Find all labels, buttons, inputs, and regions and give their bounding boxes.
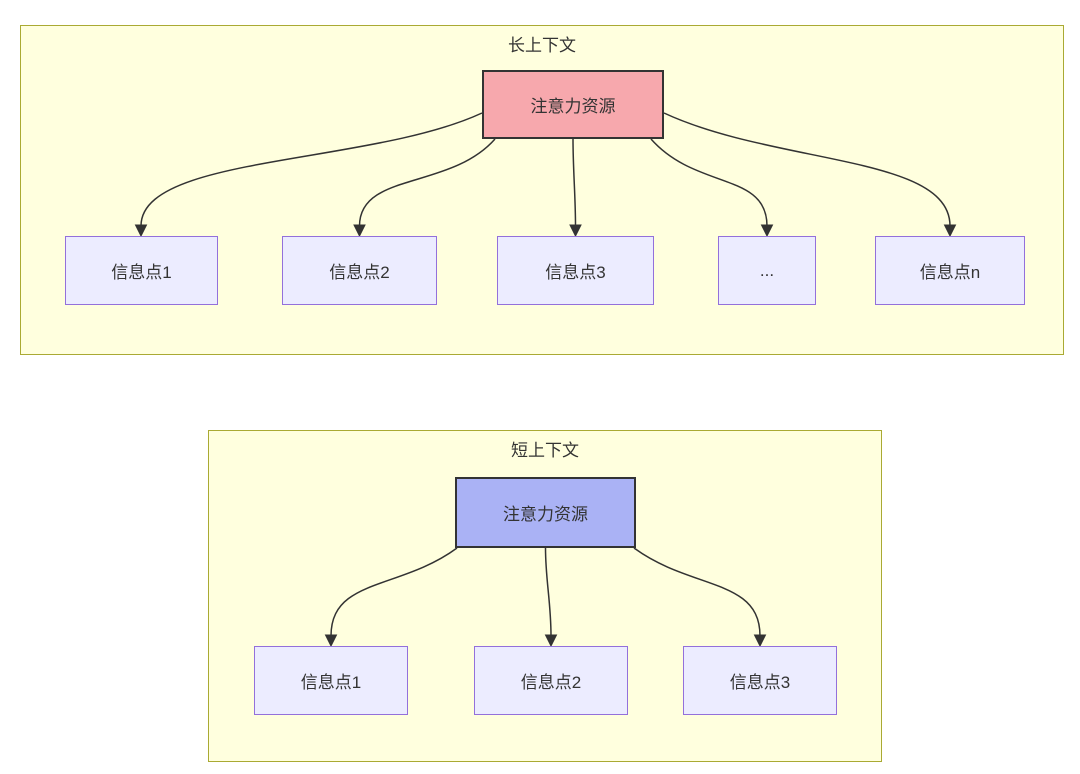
info-point-node-long-3: 信息点3 bbox=[497, 236, 654, 305]
info-point-node-long-n: 信息点n bbox=[875, 236, 1025, 305]
attention-resource-node-short: 注意力资源 bbox=[455, 477, 636, 548]
info-point-node-long-1: 信息点1 bbox=[65, 236, 218, 305]
edge-short-3 bbox=[633, 547, 761, 637]
edge-long-3 bbox=[572, 138, 577, 227]
edge-long-2 bbox=[358, 138, 496, 227]
edge-long-1 bbox=[140, 112, 483, 227]
info-point-label: 信息点2 bbox=[520, 673, 582, 692]
info-point-label: 信息点n bbox=[919, 263, 981, 282]
attention-resource-label-long: 注意力资源 bbox=[530, 97, 616, 116]
info-point-label: 信息点1 bbox=[300, 673, 362, 692]
short-context-title: 短上下文 bbox=[511, 441, 579, 460]
arrowhead-short-2 bbox=[544, 634, 558, 648]
attention-resource-label-short: 注意力资源 bbox=[503, 505, 588, 524]
info-point-label: 信息点3 bbox=[729, 673, 791, 692]
long-context-title: 长上下文 bbox=[508, 36, 576, 55]
arrowhead-long-1 bbox=[134, 224, 148, 238]
attention-resource-node-long: 注意力资源 bbox=[482, 70, 664, 139]
info-point-label: ... bbox=[759, 260, 775, 280]
edge-short-2 bbox=[544, 547, 552, 637]
arrowhead-short-3 bbox=[753, 634, 767, 648]
info-point-label: 信息点3 bbox=[545, 263, 606, 282]
edge-long-4 bbox=[650, 138, 768, 227]
info-point-node-long-ellipsis: ... bbox=[718, 236, 816, 305]
info-point-node-short-3: 信息点3 bbox=[683, 646, 837, 715]
info-point-node-long-2: 信息点2 bbox=[282, 236, 437, 305]
arrowhead-long-2 bbox=[353, 224, 366, 238]
info-point-node-short-1: 信息点1 bbox=[254, 646, 408, 715]
arrowhead-long-4 bbox=[760, 224, 774, 238]
arrowhead-short-1 bbox=[324, 634, 338, 648]
arrowhead-long-5 bbox=[943, 224, 957, 238]
info-point-node-short-2: 信息点2 bbox=[474, 646, 628, 715]
info-point-label: 信息点2 bbox=[329, 263, 390, 282]
edge-short-1 bbox=[330, 547, 458, 637]
edge-long-5 bbox=[663, 112, 951, 227]
info-point-label: 信息点1 bbox=[111, 263, 172, 282]
arrowhead-long-3 bbox=[569, 224, 582, 238]
